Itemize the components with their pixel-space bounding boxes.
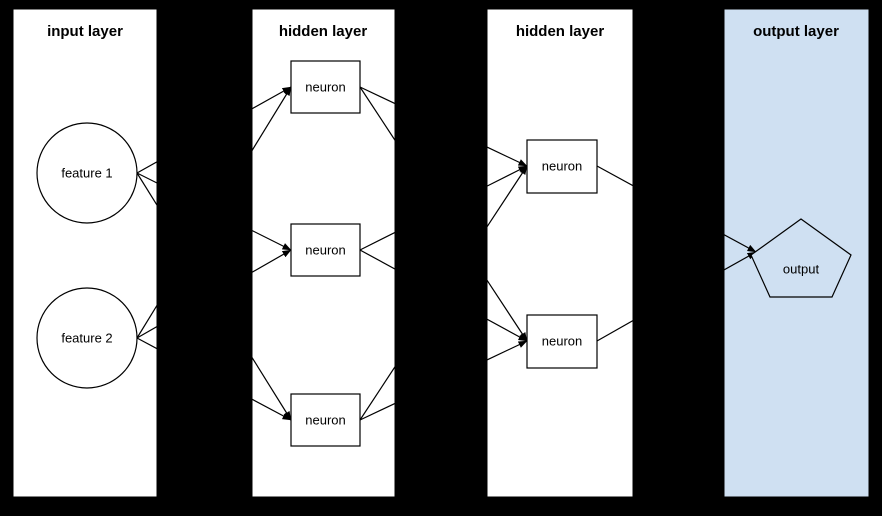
edges-clipped-output-layer (724, 234, 757, 271)
node-output[interactable]: output (750, 218, 852, 298)
title-hidden-layer-2: hidden layer (516, 23, 605, 40)
edge-h1-neuron-3-to-h2-neuron-2-head (487, 340, 528, 361)
h1-neuron-1-label: neuron (305, 79, 345, 94)
output-label: output (783, 261, 820, 276)
h1-neuron-3-label: neuron (305, 412, 345, 427)
node-h2-neuron-1[interactable]: neuron (526, 139, 598, 194)
edge-h1-neuron-1-to-h2-neuron-1 (359, 86, 395, 105)
edge-h1-neuron-3-to-h2-neuron-1 (359, 365, 395, 421)
node-feature-2[interactable]: feature 2 (36, 287, 138, 389)
h1-neuron-2-label: neuron (305, 242, 345, 257)
edge-feature-1-to-h1-neuron-3-head (252, 356, 292, 421)
title-hidden-layer-1: hidden layer (279, 23, 368, 40)
edge-h2-neuron-2-to-output (596, 319, 633, 342)
edge-h1-neuron-3-to-h2-neuron-1-head (487, 165, 528, 228)
edges-clipped-hidden-layer-2 (487, 146, 633, 361)
edge-feature-2-to-h1-neuron-2-head (252, 249, 292, 273)
edges-clipped-hidden-layer-1 (252, 86, 395, 421)
edge-feature-1-to-h1-neuron-2-head (252, 229, 292, 251)
edge-h1-neuron-1-to-h2-neuron-2 (359, 86, 395, 142)
node-feature-1[interactable]: feature 1 (36, 122, 138, 224)
node-h2-neuron-2[interactable]: neuron (526, 314, 598, 369)
feature-2-label: feature 2 (61, 330, 112, 345)
edge-h1-neuron-3-to-h2-neuron-2 (359, 402, 395, 421)
title-output-layer: output layer (753, 23, 839, 40)
node-h1-neuron-2[interactable]: neuron (290, 223, 361, 277)
h1-neuron-2-box[interactable] (290, 223, 361, 277)
h2-neuron-1-label: neuron (542, 158, 582, 173)
edge-h1-neuron-2-to-h2-neuron-2-head (487, 318, 528, 342)
panel-hidden-layer-2[interactable] (486, 8, 634, 498)
h2-neuron-1-box[interactable] (526, 139, 598, 194)
feature-1-circle[interactable] (36, 122, 138, 224)
edge-h1-neuron-2-to-h2-neuron-1 (359, 231, 395, 251)
layer-titles: input layer hidden layer hidden layer ou… (47, 23, 839, 40)
feature-2-circle[interactable] (36, 287, 138, 389)
output-pentagon[interactable] (750, 218, 852, 298)
h2-neuron-2-label: neuron (542, 333, 582, 348)
layer-panels (12, 8, 870, 498)
edge-h2-neuron-1-to-output (596, 165, 633, 187)
edge-feature-2-to-h1-neuron-3-head (252, 398, 292, 421)
node-h1-neuron-3[interactable]: neuron (290, 393, 361, 447)
edge-h2-neuron-2-to-output-head (724, 251, 757, 271)
panel-input-layer[interactable] (12, 8, 158, 498)
edge-h1-neuron-2-to-h2-neuron-2 (359, 249, 395, 270)
connection-edges (136, 86, 757, 421)
h2-neuron-2-box[interactable] (526, 314, 598, 369)
h1-neuron-1-box[interactable] (290, 60, 361, 114)
node-h1-neuron-1[interactable]: neuron (290, 60, 361, 114)
edge-feature-2-to-h1-neuron-1-head (252, 86, 292, 152)
edge-feature-1-to-h1-neuron-1-head (252, 86, 292, 110)
edge-h1-neuron-2-to-h2-neuron-1-head (487, 165, 528, 187)
edge-h2-neuron-1-to-output-head (724, 234, 757, 253)
nodes: feature 1 feature 2 neuron neuron neuron… (36, 60, 852, 447)
h1-neuron-3-box[interactable] (290, 393, 361, 447)
edge-h1-neuron-1-to-h2-neuron-2-head (487, 279, 528, 342)
title-input-layer: input layer (47, 23, 123, 40)
feature-1-label: feature 1 (61, 165, 112, 180)
edge-h1-neuron-1-to-h2-neuron-1-head (487, 146, 528, 167)
